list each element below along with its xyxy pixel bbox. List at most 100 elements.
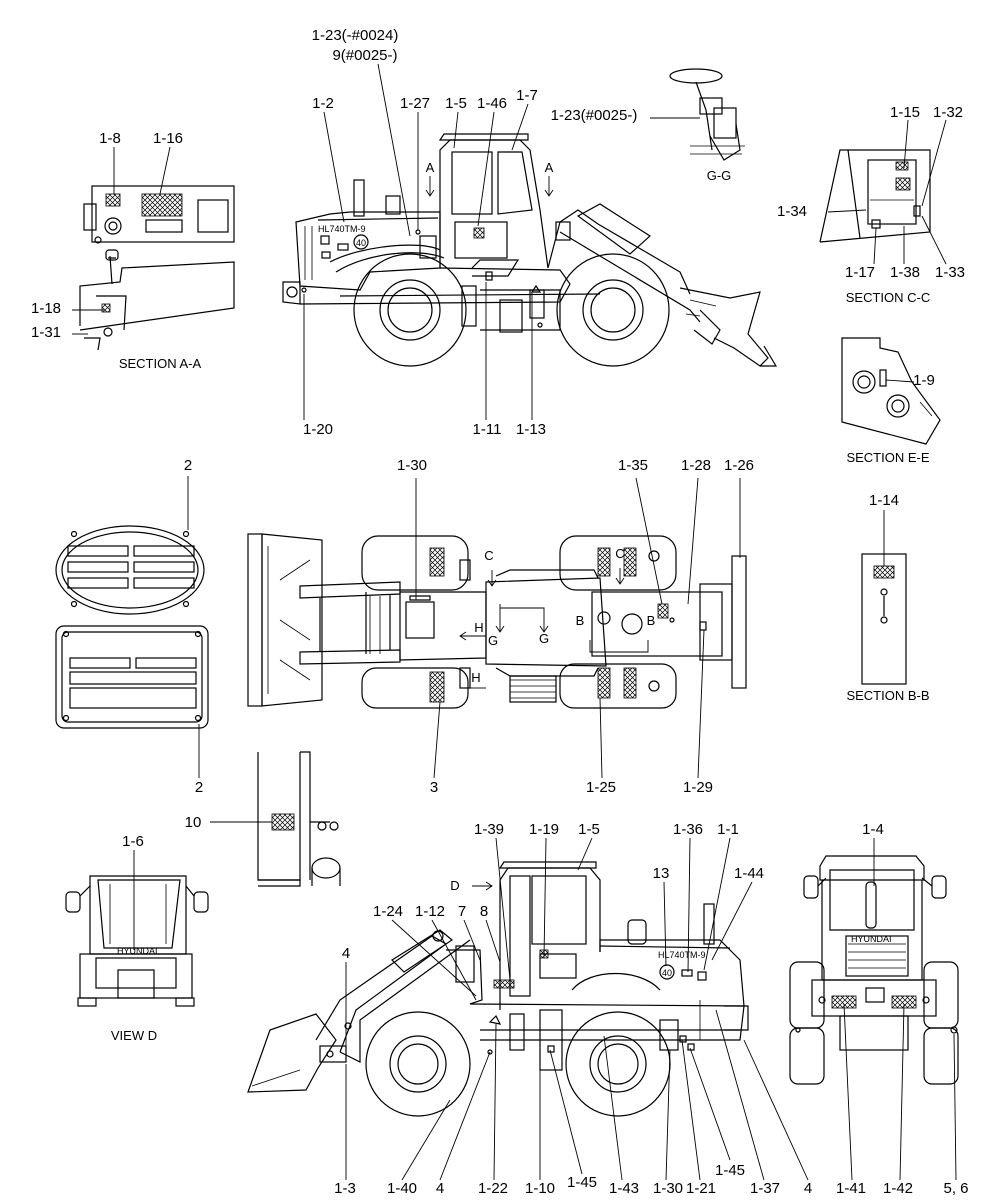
callout-l-2b: 2: [195, 779, 203, 796]
callout-l-1-37: 1-37: [750, 1180, 780, 1197]
bottom-leaders: [345, 837, 809, 1181]
caption-cap-view-d: VIEW D: [111, 1028, 157, 1043]
marker-m-c1: C: [484, 548, 493, 563]
callout-l-2a: 2: [184, 457, 192, 474]
rear-view: HYUNDAI: [789, 838, 959, 1181]
callout-l-1-10: 1-10: [525, 1180, 555, 1197]
caption-cap-a-a: SECTION A-A: [119, 356, 202, 371]
marker-m-a1: A: [426, 160, 435, 175]
callout-l-1-29: 1-29: [683, 779, 713, 796]
callout-l-1-12: 1-12: [415, 903, 445, 920]
callout-l-1-43: 1-43: [609, 1180, 639, 1197]
marker-m-g1: G: [488, 633, 498, 648]
callout-l-1-5a: 1-5: [445, 95, 467, 112]
callout-l-4a: 4: [342, 945, 350, 962]
callout-l-1-23b: 1-23(#0025-): [551, 107, 638, 124]
marker-m-h1: H: [474, 620, 483, 635]
callout-l-1-39: 1-39: [474, 821, 504, 838]
caption-cap-g-g: G-G: [707, 168, 732, 183]
marker-m-b1: B: [576, 613, 585, 628]
caption-cap-e-e: SECTION E-E: [846, 450, 929, 465]
callout-l-1-44: 1-44: [734, 865, 764, 882]
callout-l-1-24: 1-24: [373, 903, 403, 920]
callout-l-1-17: 1-17: [845, 264, 875, 281]
side-view-top: HL740TM-9 40: [282, 133, 778, 367]
marker-m-g2: G: [539, 631, 549, 646]
marker-m-b2: B: [647, 613, 656, 628]
section-captions: SECTION A-A G-G SECTION C-C SECTION E-E SECT…: [111, 168, 930, 1043]
callout-l-1-14: 1-14: [869, 492, 899, 509]
callout-l-1-2: 1-2: [312, 95, 334, 112]
plan-view: [247, 477, 747, 779]
callout-l-1-25: 1-25: [586, 779, 616, 796]
callout-l-1-28: 1-28: [681, 457, 711, 474]
view-d: HYUNDAI: [65, 850, 209, 1007]
callout-l-1-30a: 1-30: [397, 457, 427, 474]
decal-plate-rect: [55, 625, 209, 778]
callout-l-1-20: 1-20: [303, 421, 333, 438]
callout-l-1-23a: 1-23(-#0024): [312, 27, 399, 44]
callout-l-1-9: 1-9: [913, 372, 935, 389]
svg-text:HL740TM-9: HL740TM-9: [318, 224, 366, 234]
callout-l-1-46: 1-46: [477, 95, 507, 112]
callout-l-3: 3: [430, 779, 438, 796]
svg-text:40: 40: [662, 968, 672, 978]
callout-l-1-8: 1-8: [99, 130, 121, 147]
callout-l-1-31: 1-31: [31, 324, 61, 341]
callout-l-1-45b: 1-45: [715, 1162, 745, 1179]
callout-labels: 1-23(-#0024) 9(#0025-) 1-2 1-27 1-5 1-46 1-7 1-…: [31, 27, 969, 1197]
detail-10: [210, 751, 341, 887]
callout-l-5-6: 5, 6: [943, 1180, 968, 1197]
callout-l-1-32: 1-32: [933, 104, 963, 121]
callout-l-1-36: 1-36: [673, 821, 703, 838]
callout-l-1-19: 1-19: [529, 821, 559, 838]
callout-l-9a: 9(#0025-): [332, 47, 397, 64]
callout-l-1-3: 1-3: [334, 1180, 356, 1197]
callout-l-1-41: 1-41: [836, 1180, 866, 1197]
callout-l-1-38: 1-38: [890, 264, 920, 281]
svg-text:HYUNDAI: HYUNDAI: [851, 934, 892, 944]
section-e-e: [841, 337, 941, 445]
callout-l-10: 10: [185, 814, 202, 831]
callout-l-1-35: 1-35: [618, 457, 648, 474]
callout-l-1-34: 1-34: [777, 203, 807, 220]
callout-l-1-15: 1-15: [890, 104, 920, 121]
caption-cap-c-c: SECTION C-C: [846, 290, 931, 305]
section-c-c: [819, 119, 947, 265]
callout-l-1-16: 1-16: [153, 130, 183, 147]
callout-l-1-45a: 1-45: [567, 1174, 597, 1191]
callout-l-8: 8: [480, 903, 488, 920]
callout-l-1-18: 1-18: [31, 300, 61, 317]
svg-text:HL740TM-9: HL740TM-9: [658, 950, 706, 960]
callout-l-1-11: 1-11: [473, 421, 502, 438]
callout-l-1-5b: 1-5: [578, 821, 600, 838]
callout-l-4b: 4: [436, 1180, 444, 1197]
decal-plate-oval: [55, 476, 205, 615]
callout-l-1-33: 1-33: [935, 264, 965, 281]
callout-l-7: 7: [458, 903, 466, 920]
callout-l-1-4: 1-4: [862, 821, 884, 838]
marker-m-h2: H: [471, 670, 480, 685]
callout-l-1-1: 1-1: [717, 821, 739, 838]
section-a-a: [72, 146, 235, 351]
marker-m-d: D: [450, 878, 459, 893]
callout-l-1-30b: 1-30: [653, 1180, 683, 1197]
callout-l-1-42: 1-42: [883, 1180, 913, 1197]
section-b-b: [861, 510, 907, 685]
marker-m-a2: A: [545, 160, 554, 175]
marker-m-c2: C: [615, 546, 624, 561]
caption-cap-b-b: SECTION B-B: [846, 688, 929, 703]
callout-l-1-26: 1-26: [724, 457, 754, 474]
callout-l-1-21: 1-21: [686, 1180, 716, 1197]
side-view-bottom: HL740TM-9 40: [247, 861, 749, 1117]
callout-l-13: 13: [653, 865, 670, 882]
callout-l-1-6: 1-6: [122, 833, 144, 850]
callout-l-1-40: 1-40: [387, 1180, 417, 1197]
top-leaders: [303, 63, 700, 420]
callout-l-1-22: 1-22: [478, 1180, 508, 1197]
callout-l-1-7: 1-7: [516, 87, 538, 104]
callout-l-1-27: 1-27: [400, 95, 430, 112]
